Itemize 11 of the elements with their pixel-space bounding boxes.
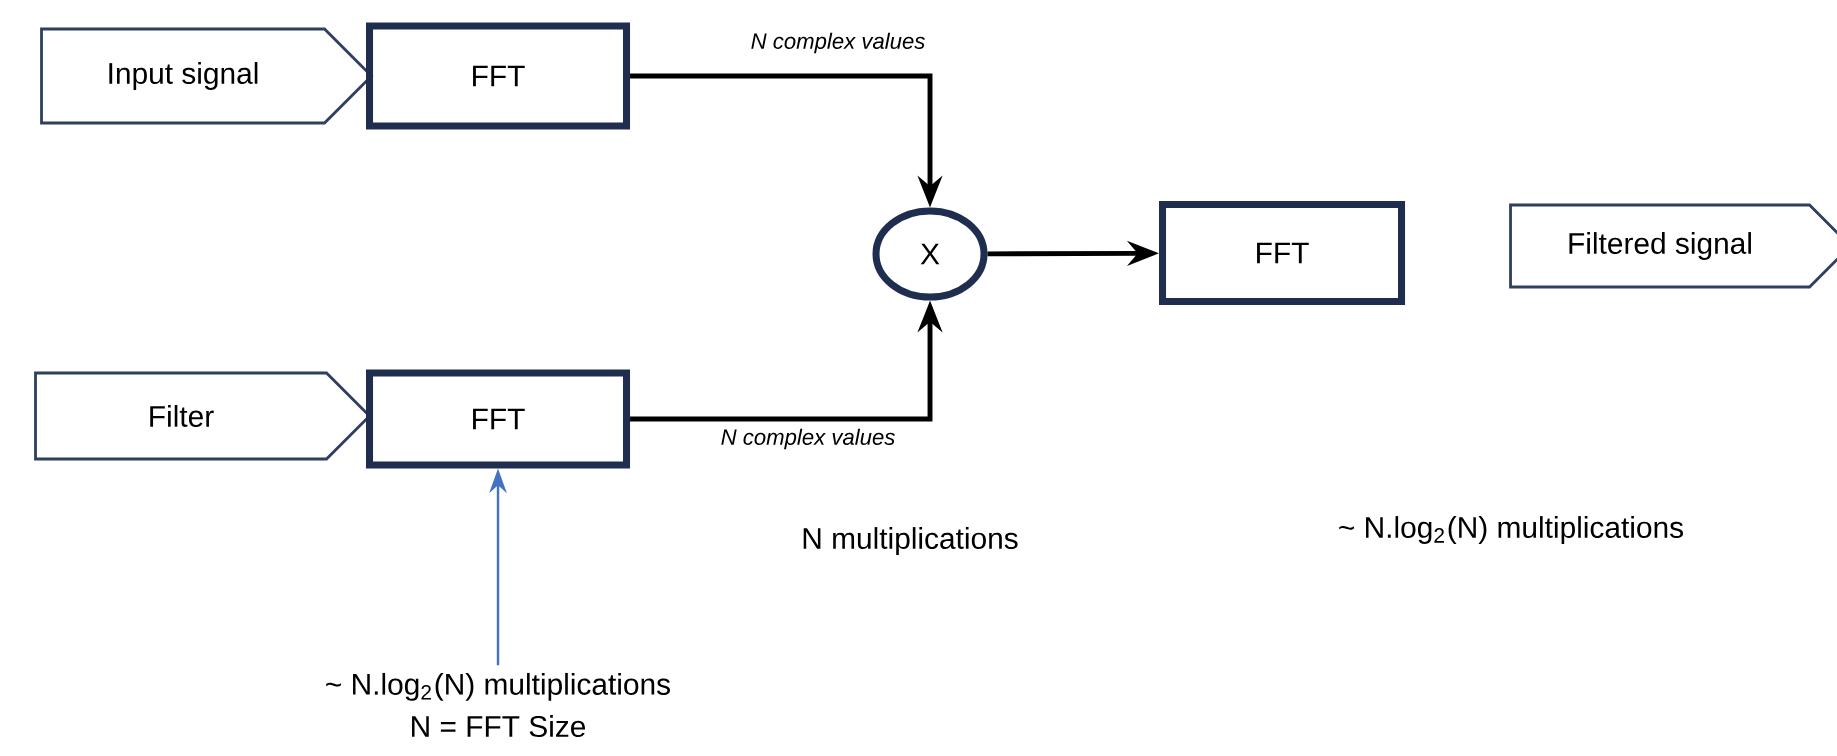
edge-label: N complex values [717,425,899,453]
note-text: ~ N.log$_{2}$(N) multiplications N = FFT Size [326,672,670,738]
process-box: FFT [366,22,631,130]
signal-arrow-box: Filter [34,371,372,461]
signal-arrow-box: Filtered signal [1509,203,1837,289]
edge-label: N complex values [747,29,929,57]
process-box: FFT [366,369,631,469]
process-box: FFT [1159,201,1406,305]
note-text: ~ N.log$_{2}$(N) multiplications [1339,516,1683,544]
note-text: N multiplications [803,527,1018,555]
signal-arrow-box: Input signal [40,27,374,125]
